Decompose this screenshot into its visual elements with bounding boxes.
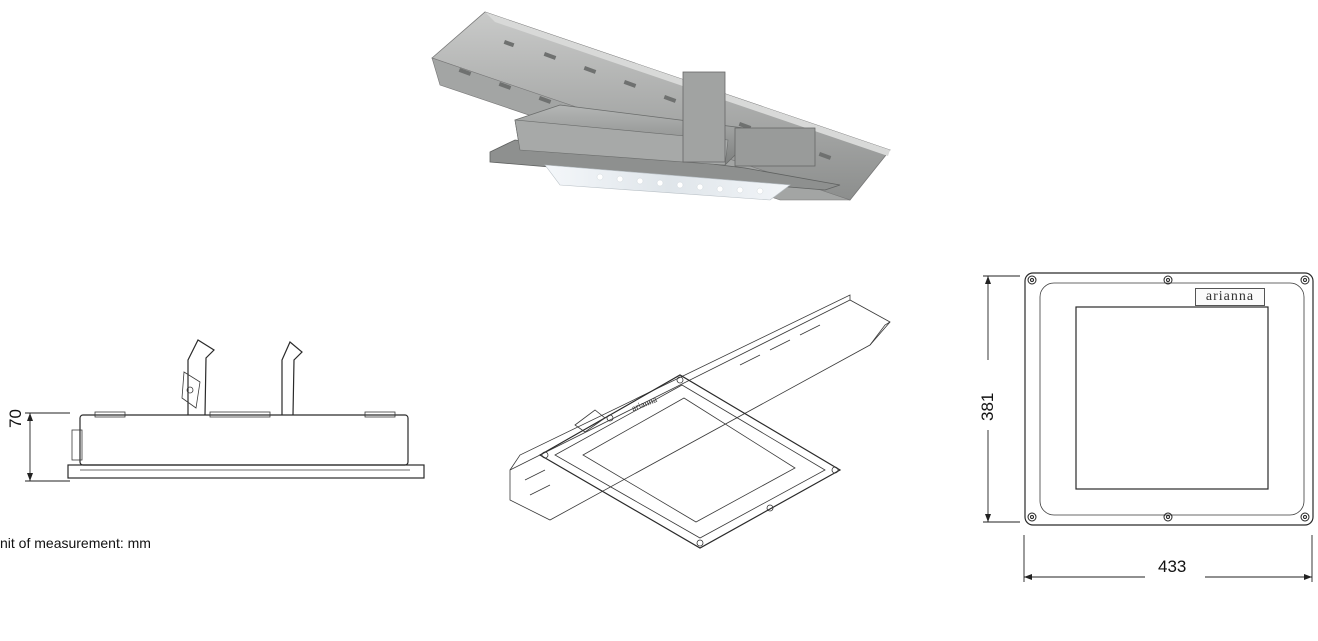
- tray-clamp: [682, 71, 726, 163]
- led-lens: [544, 164, 791, 201]
- height-dimension-line: [25, 412, 70, 482]
- mounting-bracket-right: [281, 341, 303, 416]
- housing-side: [514, 119, 729, 166]
- brand-plate: arianna: [1195, 288, 1265, 306]
- frame-inner: [1039, 282, 1305, 516]
- frame-outer: [538, 374, 842, 549]
- frame-flange: [67, 464, 425, 479]
- width-dimension-line: [1023, 535, 1313, 582]
- depth-dimension-label: 381: [978, 392, 997, 421]
- mounting-screws: [1027, 275, 1310, 522]
- frame-inner: [554, 384, 826, 539]
- width-dimension-label: 433: [1158, 557, 1187, 576]
- depth-dimension-line: [983, 275, 1020, 523]
- unit-of-measurement-note: nit of measurement: mm: [0, 535, 151, 551]
- lens-window: [1075, 306, 1269, 490]
- mounting-bracket-left: [187, 339, 215, 416]
- lens-outline: [582, 397, 796, 523]
- frame-outer: [1024, 272, 1314, 526]
